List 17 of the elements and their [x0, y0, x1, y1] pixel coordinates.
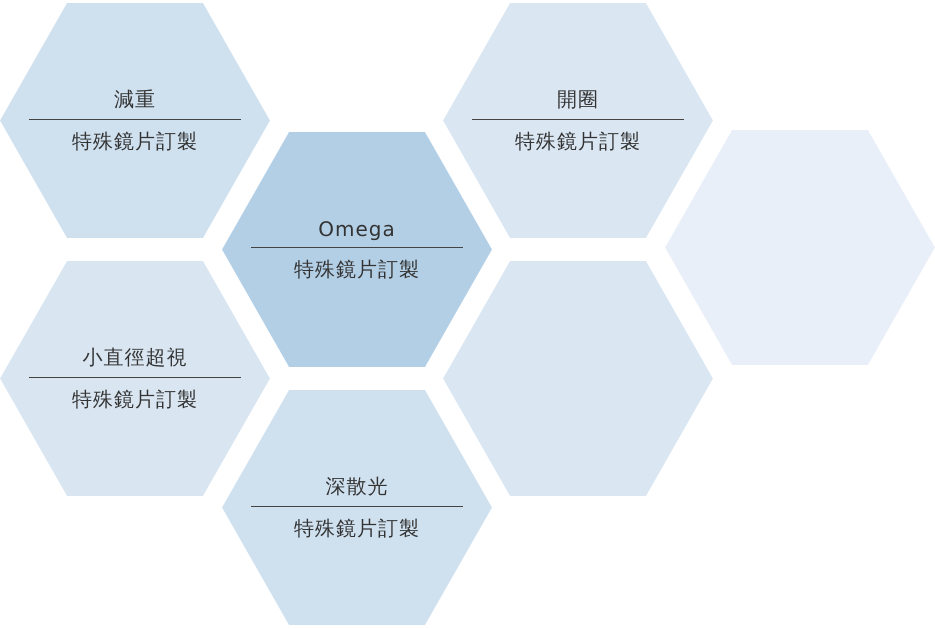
- subtitle-text: 特殊鏡片訂製: [72, 386, 198, 413]
- heading-text: 減重: [113, 86, 157, 113]
- hexagon-tile: [665, 130, 935, 365]
- hexagon-tile: [222, 132, 492, 367]
- hexagon-tile: [0, 3, 270, 238]
- heading-text: 深散光: [324, 473, 390, 500]
- subtitle-text: 特殊鏡片訂製: [294, 515, 420, 542]
- hexagon-tile: [0, 261, 270, 496]
- hexagon-tile: [443, 3, 713, 238]
- hexagon-tile: [443, 261, 713, 496]
- heading-text: 小直徑超視: [82, 344, 188, 371]
- subtitle-text: 特殊鏡片訂製: [72, 128, 198, 155]
- heading-text: Omega: [317, 216, 397, 242]
- heading-text: 開圈: [556, 86, 600, 113]
- subtitle-text: 特殊鏡片訂製: [515, 128, 641, 155]
- hexagon-tile: [222, 390, 492, 625]
- subtitle-text: 特殊鏡片訂製: [294, 256, 420, 282]
